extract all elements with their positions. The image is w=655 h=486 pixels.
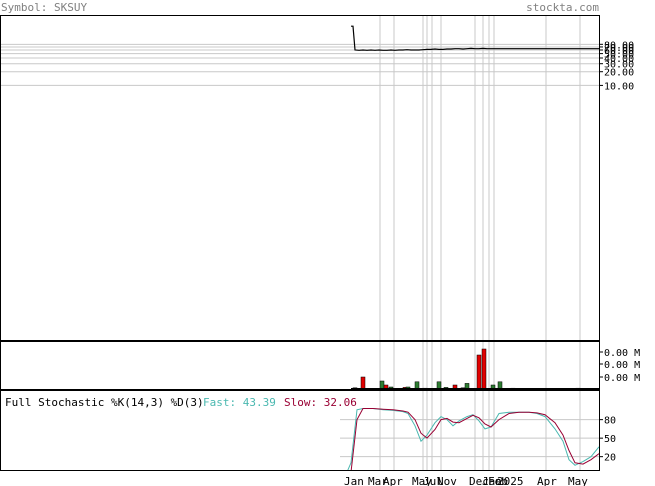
price-tick-label: 40.00 bbox=[604, 54, 634, 65]
volume-tick-label: 0.00 M bbox=[604, 348, 640, 359]
price-tick-label: 60.00 bbox=[604, 46, 634, 57]
stochastic-label: Full Stochastic %K(14,3) %D(3) bbox=[5, 396, 204, 409]
x-axis-label: 2025 bbox=[497, 475, 524, 486]
price-tick-label: 10.00 bbox=[604, 81, 634, 92]
price-tick-label: 20.00 bbox=[604, 68, 634, 79]
slow-value: Slow: 32.06 bbox=[284, 396, 357, 409]
stoch-tick-label: 80 bbox=[604, 416, 616, 427]
x-axis-label: Jan bbox=[344, 475, 364, 486]
stoch-tick-label: 20 bbox=[604, 453, 616, 464]
volume-bar bbox=[481, 348, 487, 390]
grid-lines bbox=[0, 15, 599, 470]
price-tick-label: 50.00 bbox=[604, 50, 634, 61]
x-axis-label: May bbox=[412, 475, 432, 486]
volume-bar bbox=[360, 376, 366, 390]
volume-bar bbox=[476, 354, 482, 390]
volume-bar bbox=[414, 381, 420, 390]
volume-tick-label: 0.00 M bbox=[604, 360, 640, 371]
volume-panel bbox=[351, 348, 599, 390]
x-axis-label: Apr bbox=[537, 475, 557, 486]
panel-frames bbox=[0, 15, 600, 471]
volume-bar bbox=[379, 380, 385, 390]
price-tick-label: 30.00 bbox=[604, 60, 634, 71]
volume-bar bbox=[436, 381, 442, 390]
x-axis-label: Jan bbox=[482, 475, 502, 486]
x-axis-label: Feb bbox=[488, 475, 508, 486]
stoch-tick-label: 50 bbox=[604, 434, 616, 445]
x-axis-label: Apr bbox=[383, 475, 403, 486]
site-name: stockta.com bbox=[526, 1, 599, 14]
x-axis-label: Nov bbox=[437, 475, 457, 486]
price-tick-label: 70.00 bbox=[604, 43, 634, 54]
x-axis-label: May bbox=[568, 475, 588, 486]
volume-tick-label: 0.00 M bbox=[604, 373, 640, 384]
price-panel bbox=[351, 25, 599, 51]
symbol-label: Symbol: SKSUY bbox=[1, 1, 87, 14]
x-axis-label: Mar bbox=[368, 475, 388, 486]
stochastic-frame bbox=[0, 390, 600, 471]
slow-line bbox=[350, 408, 599, 470]
fast-line bbox=[347, 408, 599, 470]
fast-value: Fast: 43.39 bbox=[203, 396, 276, 409]
price-tick-label: 80.00 bbox=[604, 40, 634, 51]
price-frame bbox=[0, 15, 600, 341]
price-line bbox=[351, 25, 599, 51]
x-axis-label: Dec bbox=[469, 475, 489, 486]
volume-frame bbox=[0, 341, 600, 390]
stochastic-panel bbox=[347, 408, 599, 470]
x-axis-label: Jul bbox=[423, 475, 443, 486]
volume-bar bbox=[497, 381, 503, 390]
